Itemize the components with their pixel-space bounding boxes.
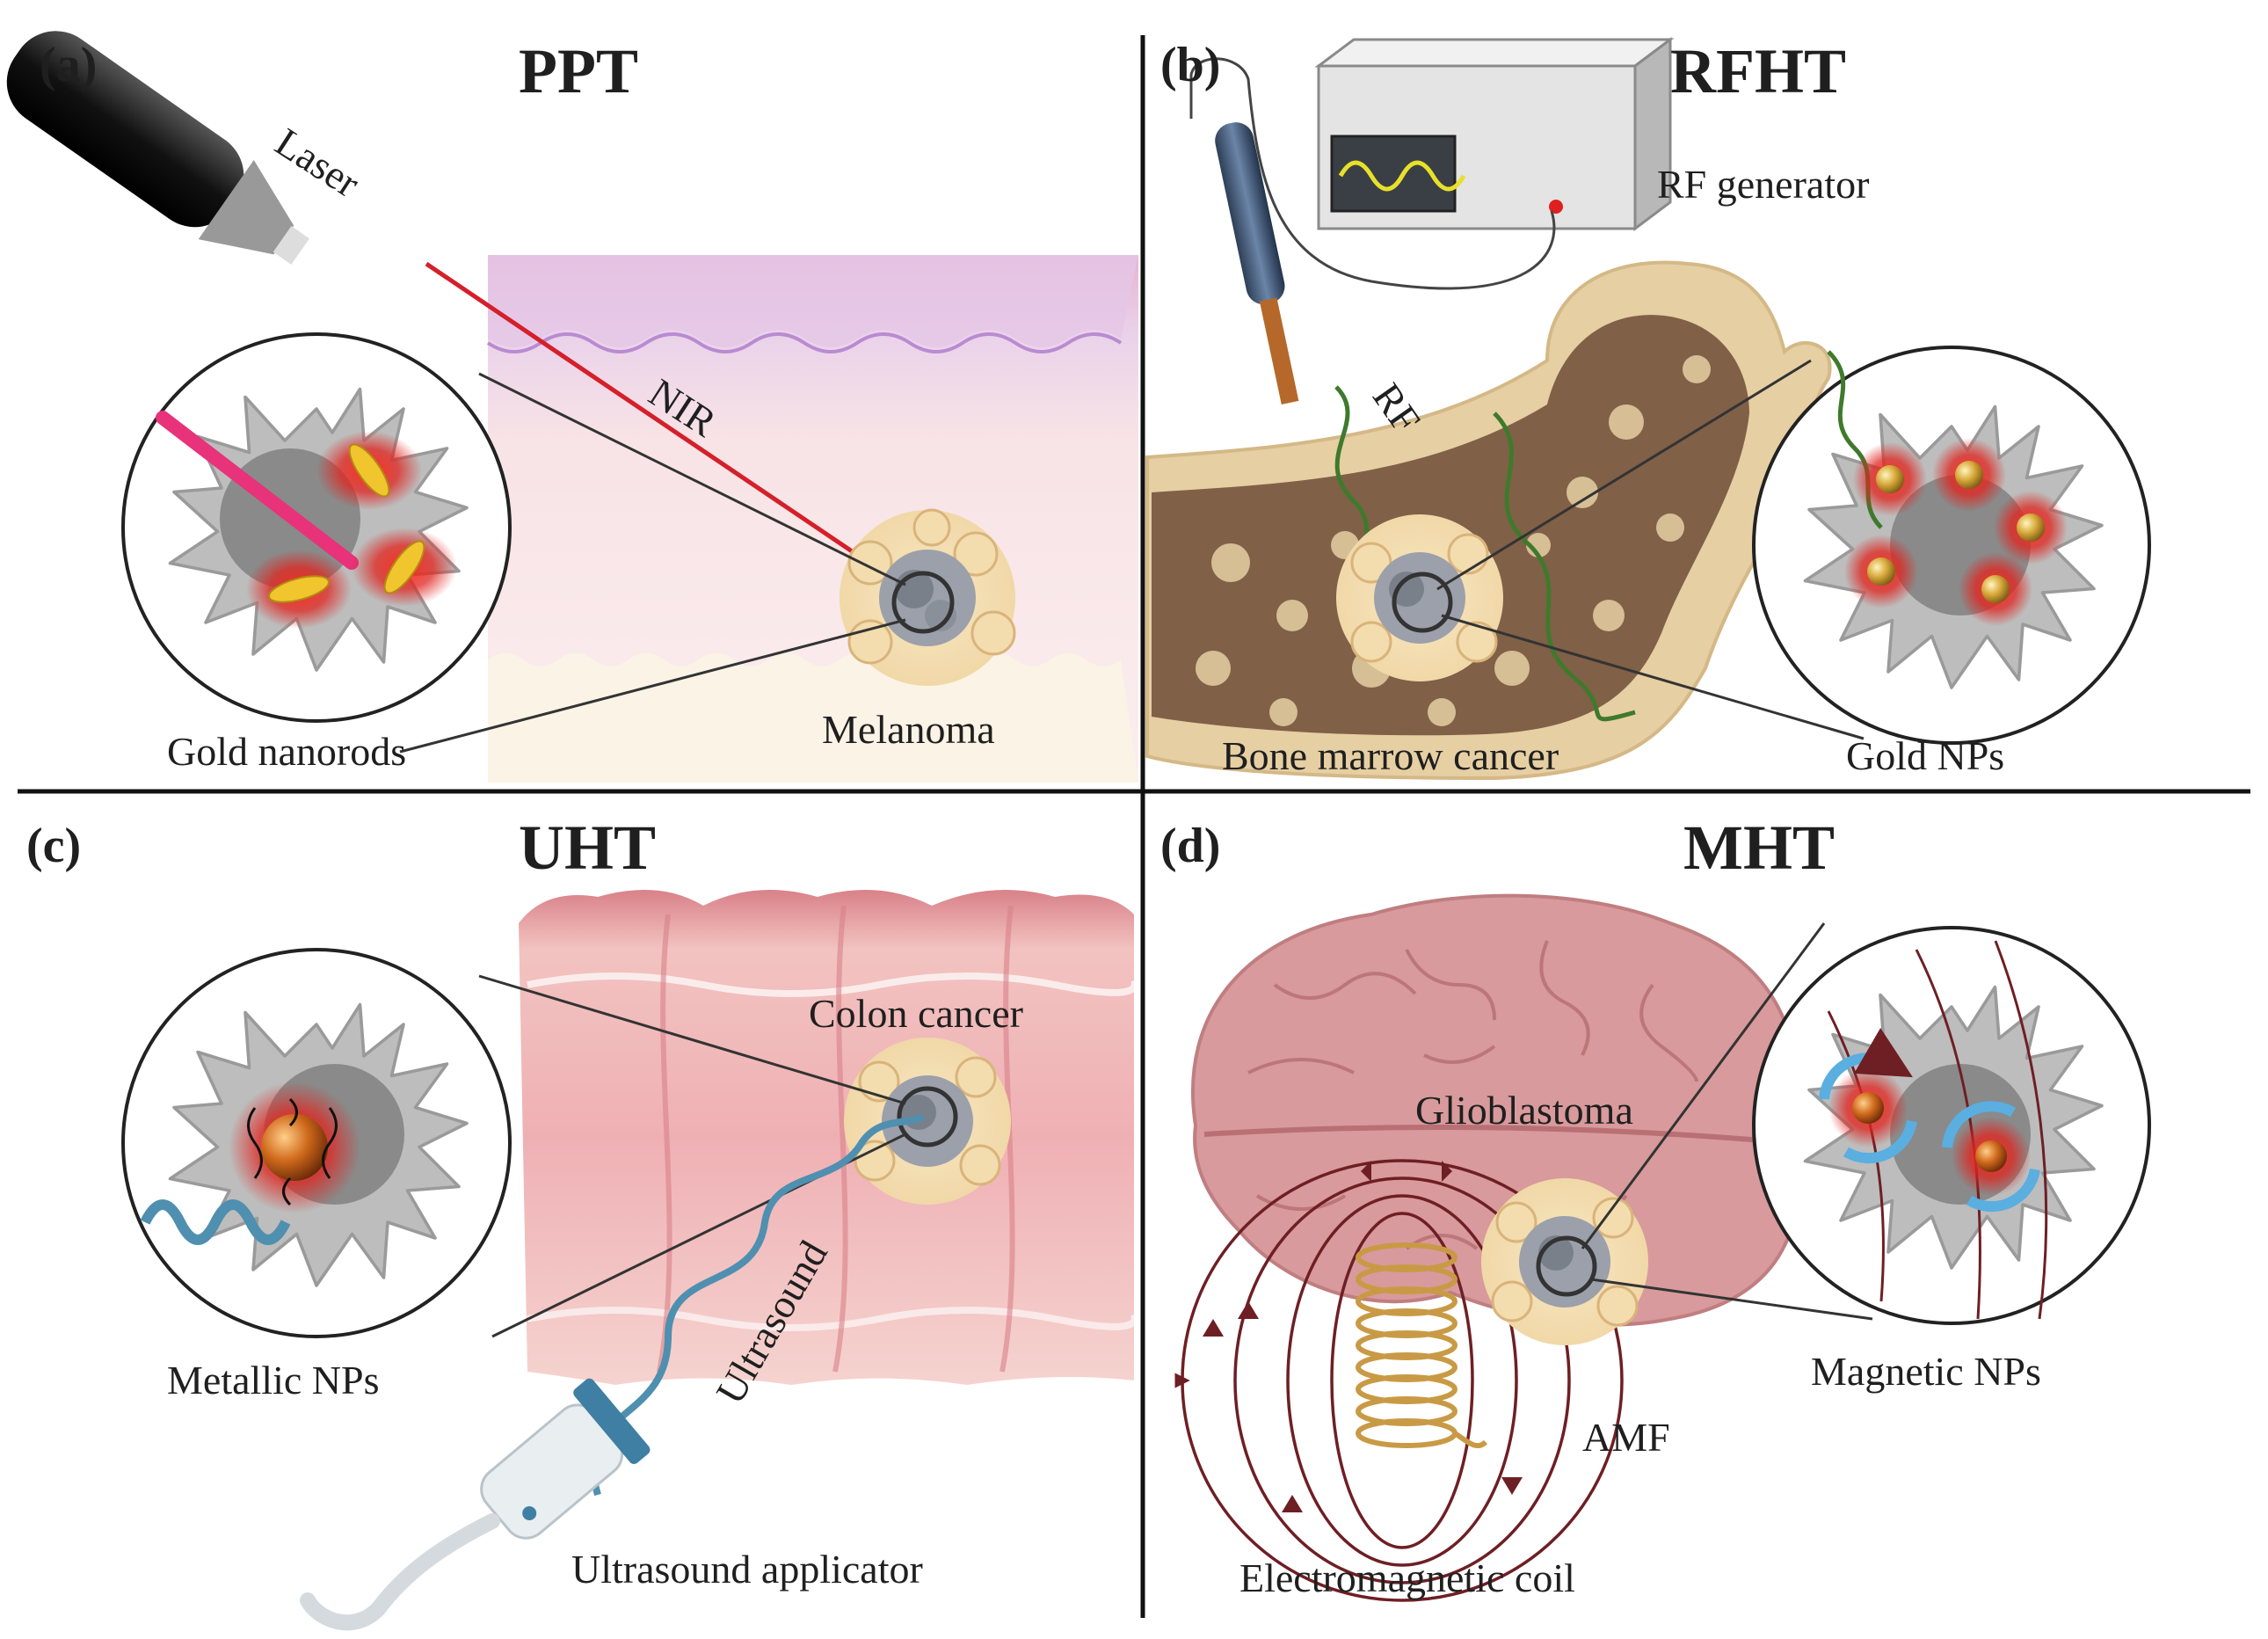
metallic-nps-label: Metallic NPs	[167, 1358, 379, 1402]
gold-nanorod	[316, 431, 422, 510]
zoom-circle-d	[1752, 926, 2151, 1325]
cable	[1189, 57, 1556, 290]
gold-nanoparticle	[1932, 438, 2006, 512]
gold-nps-label: Gold NPs	[1846, 733, 2004, 778]
magnetic-nanoparticle	[1942, 1101, 2040, 1213]
zoom-circle-a	[121, 332, 512, 723]
panel-c-title: UHT	[519, 812, 656, 883]
gold-nanoparticle	[1844, 535, 1918, 608]
colon	[519, 890, 1138, 1385]
gold-nanoparticle	[1959, 552, 2032, 626]
bone-marrow-cancer-label: Bone marrow cancer	[1222, 733, 1559, 778]
nir-beam	[425, 261, 929, 605]
melanoma-tumor	[840, 508, 1016, 686]
panel-b-title: RFHT	[1670, 36, 1846, 106]
ultrasound-applicator-label: Ultrasound applicator	[571, 1547, 923, 1592]
electromagnetic-coil	[1356, 1242, 1488, 1449]
rf-generator	[1314, 37, 1675, 231]
glioblastoma-tumor	[1481, 1178, 1648, 1345]
panel-a: (a) PPT Laser NIR Gold nanorods Melanoma	[6, 31, 1138, 783]
melanoma-label: Melanoma	[822, 707, 995, 752]
gold-nanorods-label: Gold nanorods	[167, 729, 406, 774]
panel-d-title: MHT	[1683, 812, 1835, 883]
zoom-circle-c	[121, 948, 512, 1338]
colon-cancer-label: Colon cancer	[809, 991, 1023, 1036]
bone-marrow-tumor	[1336, 514, 1503, 681]
colon-tumor	[844, 1038, 1011, 1205]
waveform-display	[1338, 160, 1466, 192]
bone	[1145, 260, 1832, 781]
panel-c-tag: (c)	[26, 819, 81, 873]
panel-a-tag: (a)	[40, 38, 97, 92]
panel-d: (d) MHT Glioblastoma AMF Magnetic NPs El…	[1160, 812, 2151, 1602]
gold-nanoparticle	[1994, 491, 2068, 565]
metallic-nanoparticle	[229, 1082, 360, 1213]
ultrasound-wave	[589, 1113, 925, 1497]
panel-d-tag: (d)	[1160, 819, 1220, 873]
laser-label: Laser	[268, 120, 367, 206]
rf-probe	[1215, 122, 1299, 404]
panel-c: (c) UHT Colon cancer Ultrasound Metallic…	[26, 812, 1138, 1631]
glioblastoma-label: Glioblastoma	[1415, 1088, 1633, 1133]
panel-b: (b) RFHT RF generator RF Bone marrow can…	[1145, 36, 2151, 781]
panel-a-title: PPT	[519, 36, 638, 106]
zoom-circle-b	[1752, 346, 2151, 745]
nir-beam-inset	[156, 411, 359, 570]
panel-b-tag: (b)	[1160, 38, 1220, 92]
epidermis	[488, 255, 1138, 347]
magnetic-field-lines	[1181, 1159, 1624, 1602]
rf-generator-label: RF generator	[1657, 162, 1869, 207]
amf-label: AMF	[1582, 1415, 1670, 1460]
gold-nanoparticle	[1853, 442, 1927, 516]
gold-nanorod	[246, 550, 352, 629]
laser-device	[6, 31, 309, 265]
subcutaneous-fat	[488, 652, 1138, 783]
ultrasound-applicator	[300, 1378, 651, 1631]
magnetic-nps-label: Magnetic NPs	[1811, 1349, 2041, 1394]
gold-nanorod	[352, 528, 457, 607]
electromagnetic-coil-label: Electromagnetic coil	[1239, 1555, 1575, 1600]
magnetic-nanoparticle	[1819, 1028, 1917, 1164]
